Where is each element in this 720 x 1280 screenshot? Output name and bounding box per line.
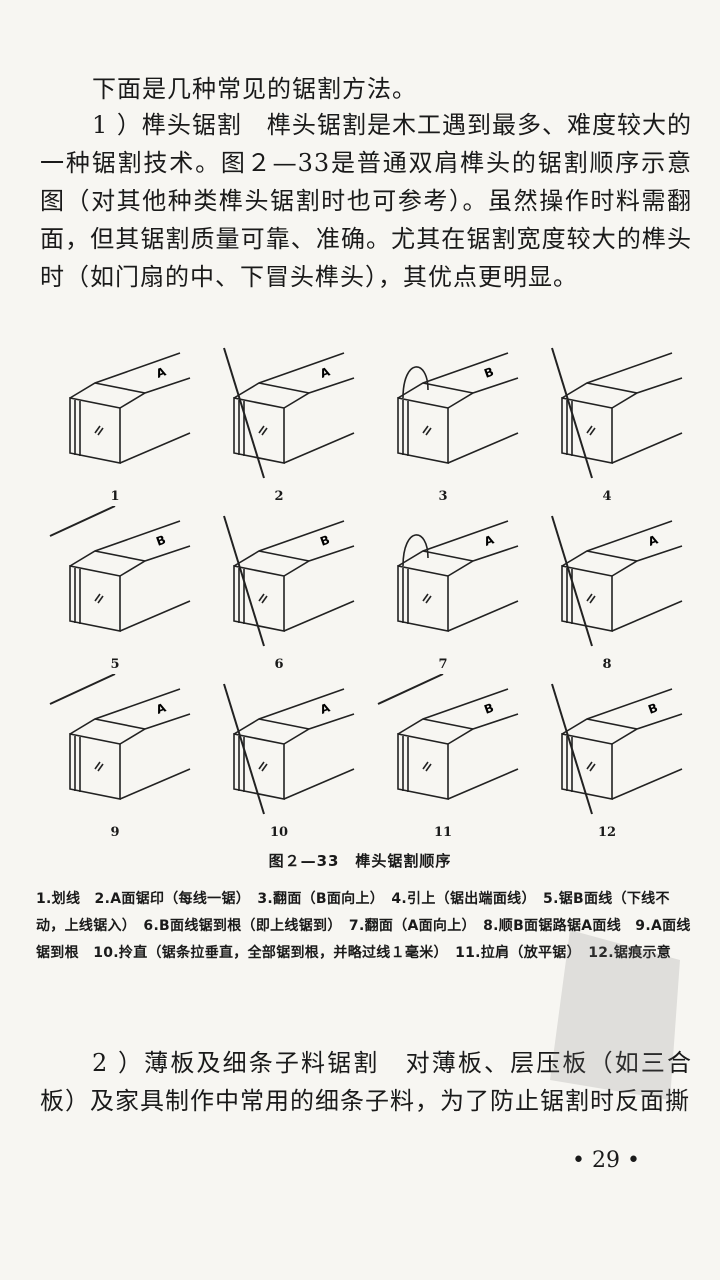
intro-text: 下面是几种常见的锯割方法。 xyxy=(92,75,417,103)
figure-step-4: 4 xyxy=(532,338,694,508)
section-2-text: 2 ）薄板及细条子料锯割 对薄板、层压板（如三合板）及家具制作中常用的细条子料，… xyxy=(40,1049,692,1115)
tenon-sketch xyxy=(551,347,683,479)
figure-number: 2 xyxy=(274,489,284,504)
tenon-sketch: A xyxy=(551,515,683,647)
figure-number: 4 xyxy=(602,489,612,504)
tenon-sketch: A xyxy=(223,683,355,815)
figure-number: 12 xyxy=(597,825,617,840)
figure-number: 10 xyxy=(269,825,289,840)
figure-step-10: A 10 xyxy=(204,674,366,844)
figure-number: 1 xyxy=(110,489,120,504)
tenon-sketch: B xyxy=(223,515,355,647)
tenon-sketch: A xyxy=(49,674,191,800)
face-label: B xyxy=(154,533,167,549)
face-label: A xyxy=(482,532,496,549)
figure-step-11: B 11 xyxy=(368,674,530,844)
face-label: A xyxy=(318,700,332,717)
tenon-sketch: A xyxy=(223,347,355,479)
figure-number: 7 xyxy=(438,657,448,672)
tenon-sketch: A xyxy=(69,352,191,464)
face-label: A xyxy=(154,700,168,717)
tenon-sketch: B xyxy=(551,683,683,815)
figure-step-12: B 12 xyxy=(532,674,694,844)
face-label: B xyxy=(318,533,331,549)
figure-number: 9 xyxy=(110,825,120,840)
face-label: B xyxy=(482,701,495,717)
figure-caption: 图２—33 榫头锯割顺序 xyxy=(268,852,452,870)
face-label: A xyxy=(154,364,168,381)
figure-number: 11 xyxy=(433,825,453,840)
figure-legend: 1.划线 2.A面锯印（每线一锯） 3.翻面（B面向上） 4.引上（锯出端面线）… xyxy=(36,891,691,961)
tenon-sketch: B xyxy=(397,352,519,464)
section-1-text: 1 ）榫头锯割 榫头锯割是木工遇到最多、难度较大的一种锯割技术。图２—33是普通… xyxy=(40,111,692,291)
tenon-sketch: A xyxy=(397,520,519,632)
figure-number: 5 xyxy=(110,657,120,672)
face-label: B xyxy=(646,701,659,717)
figure-number: 3 xyxy=(438,489,448,504)
face-label: A xyxy=(318,364,332,381)
figure-number: 8 xyxy=(602,657,612,672)
page-number: • 29 • xyxy=(572,1148,640,1173)
figure-number: 6 xyxy=(274,657,284,672)
face-label: A xyxy=(646,532,660,549)
library-stamp-watermark xyxy=(550,930,680,1100)
tenon-sketch: B xyxy=(377,674,519,800)
tenon-sketch: B xyxy=(49,506,191,632)
face-label: B xyxy=(482,365,495,381)
